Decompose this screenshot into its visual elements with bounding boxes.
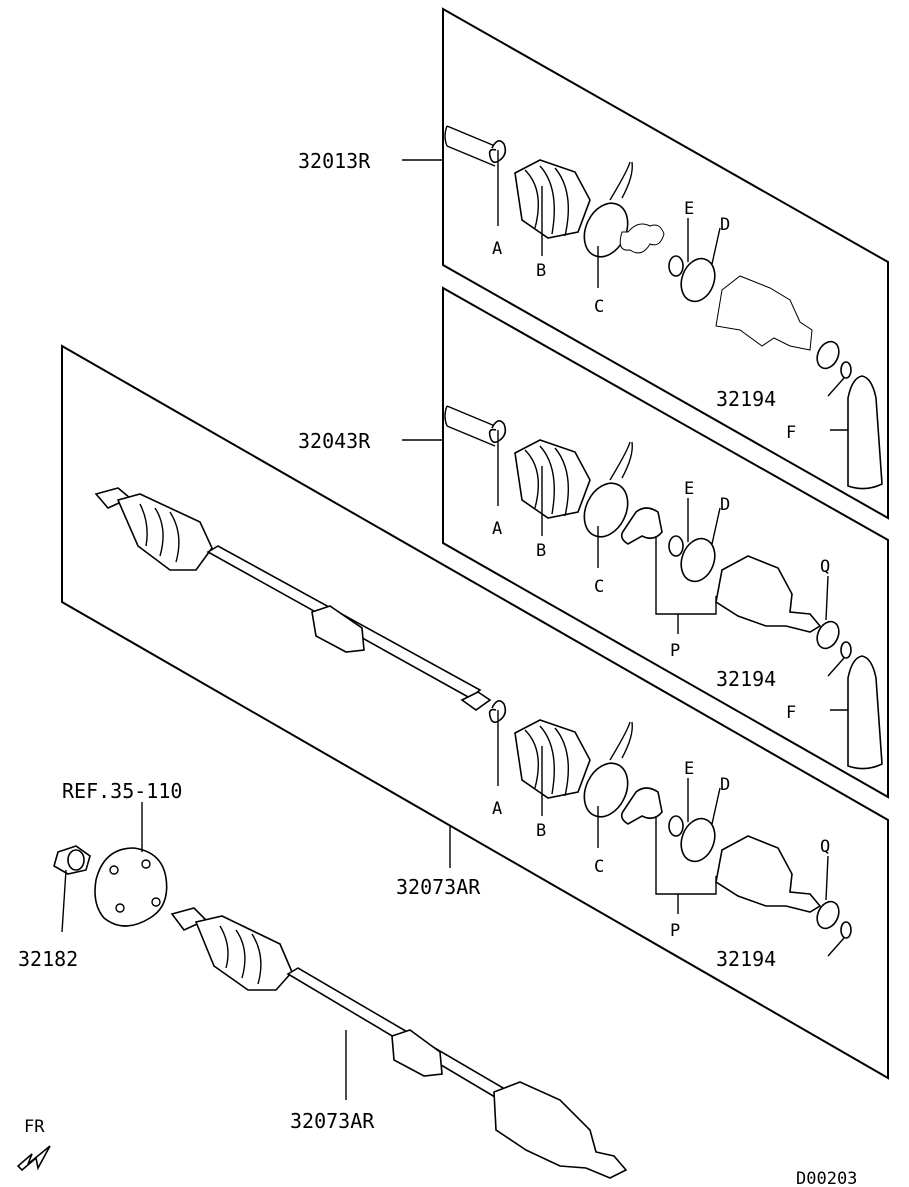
label-b-top: B — [536, 261, 546, 281]
label-snap-ring-2: 32194 — [716, 667, 776, 691]
grease-f-top — [847, 375, 883, 490]
boot-b-mid — [514, 439, 591, 519]
damper-lower — [391, 1029, 443, 1077]
label-e-mid: E — [684, 479, 694, 499]
label-p-asm: P — [670, 921, 680, 941]
band-c-asm — [583, 762, 629, 818]
ring-q-ghost-top — [816, 340, 840, 370]
labels: 32013R 32043R 32073AR 32073AR REF.35-110… — [18, 149, 857, 1187]
housing-asm — [715, 835, 822, 913]
label-b-asm: B — [536, 821, 546, 841]
label-d-top: D — [720, 215, 730, 235]
label-ref: REF.35-110 — [62, 779, 182, 803]
damper-upper — [311, 605, 365, 653]
tripod-p-mid — [620, 507, 663, 545]
ring-e-mid — [668, 535, 684, 557]
panel-kit-mid — [442, 286, 889, 799]
label-f-mid: F — [786, 703, 796, 723]
label-snap-ring-3: 32194 — [716, 947, 776, 971]
label-b-mid: B — [536, 541, 546, 561]
label-f-top: F — [786, 423, 796, 443]
snap-ring-mid — [840, 641, 852, 659]
label-c-mid: C — [594, 577, 604, 597]
tripod-ghost-top — [619, 223, 665, 254]
tripod-p-asm — [620, 787, 663, 825]
hub-group — [53, 845, 168, 927]
assembly-inboard-parts — [488, 700, 852, 939]
label-kit-mid: 32043R — [298, 429, 371, 453]
ring-q-asm — [816, 900, 840, 930]
hub-flange — [94, 847, 168, 927]
label-q-mid: Q — [820, 557, 830, 577]
ring-d-top — [680, 257, 716, 303]
label-kit-top: 32013R — [298, 149, 371, 173]
label-p-mid: P — [670, 641, 680, 661]
label-snap-ring-1: 32194 — [716, 387, 776, 411]
label-e-top: E — [684, 199, 694, 219]
grease-f-mid — [847, 655, 883, 770]
ring-e-asm — [668, 815, 684, 837]
snap-ring-asm — [840, 921, 852, 939]
label-assembly-lower: 32073AR — [290, 1109, 375, 1133]
label-d-asm: D — [720, 775, 730, 795]
inner-joint-lower — [493, 1081, 628, 1179]
label-c-asm: C — [594, 857, 604, 877]
label-front: FR — [24, 1117, 45, 1137]
snap-ring-top — [840, 361, 852, 379]
axle-lower — [170, 907, 628, 1179]
ring-e-top — [668, 255, 684, 277]
label-d-mid: D — [720, 495, 730, 515]
housing-ghost-top — [715, 275, 813, 351]
outer-joint-upper — [116, 493, 213, 571]
label-a-asm: A — [492, 799, 502, 819]
ring-d-asm — [680, 817, 716, 863]
label-diagram-code: D00203 — [796, 1169, 857, 1187]
boot-b-top — [514, 159, 591, 239]
front-arrow-icon — [16, 1145, 51, 1172]
ring-q-mid — [816, 620, 840, 650]
band-c-mid — [583, 482, 629, 538]
label-q-asm: Q — [820, 837, 830, 857]
label-a-mid: A — [492, 519, 502, 539]
label-c-top: C — [594, 297, 604, 317]
label-assembly-upper: 32073AR — [396, 875, 481, 899]
leader-lines — [61, 150, 848, 1100]
kit-mid-parts — [444, 405, 883, 770]
ring-d-mid — [680, 537, 716, 583]
housing-mid — [715, 555, 822, 633]
panel-kit-top — [442, 7, 889, 520]
label-e-asm: E — [684, 759, 694, 779]
boot-b-asm — [514, 719, 591, 799]
label-nut: 32182 — [18, 947, 78, 971]
axle-upper — [94, 487, 492, 711]
panel-assembly — [61, 344, 889, 1080]
label-a-top: A — [492, 239, 502, 259]
kit-top-parts — [444, 125, 883, 490]
